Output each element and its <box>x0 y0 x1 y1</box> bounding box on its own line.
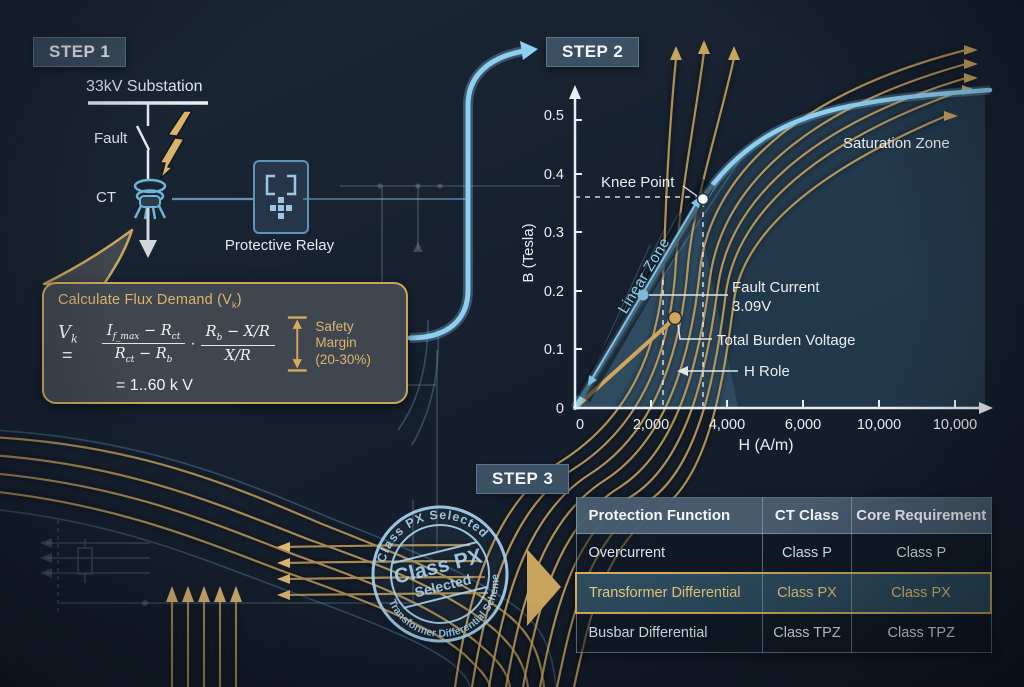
h-role-label: H Role <box>744 363 790 380</box>
y-tick-labels: 0 0.1 0.2 0.3 0.4 0.5 <box>544 108 564 417</box>
table-row: Busbar Differential Class TPZ Class TPZ <box>575 612 992 653</box>
xtick-0: 0 <box>576 417 584 433</box>
substation-label: 33kV Substation <box>86 78 203 95</box>
step2-badge: STEP 2 <box>546 37 640 67</box>
ct-label: CT <box>96 189 116 206</box>
ytick-4: 0.4 <box>544 167 564 183</box>
ct-class-selection-table: Protection Function CT Class Core Requir… <box>575 497 992 653</box>
ytick-1: 0.1 <box>544 342 564 358</box>
total-burden-label: Total Burden Voltage <box>717 332 855 349</box>
burden-voltage-point <box>667 310 683 326</box>
header-ct-class: CT Class <box>762 497 852 534</box>
xtick-4: 10,000 <box>857 417 901 433</box>
knee-point-label: Knee Point <box>601 174 675 191</box>
cell-function: Busbar Differential <box>575 612 763 653</box>
formula-result: = 1..60 k V <box>116 376 193 394</box>
formula-lhs: Vk = <box>58 321 78 366</box>
ytick-2: 0.2 <box>544 284 564 300</box>
protective-relay-box <box>253 160 309 234</box>
relay-label: Protective Relay <box>224 237 335 254</box>
callout-tail <box>42 228 134 286</box>
multiply-dot: · <box>190 334 196 352</box>
ct-symbol <box>133 178 167 220</box>
table-row: Overcurrent Class P Class P <box>575 533 992 574</box>
cell-ct-class: Class PX <box>762 572 852 614</box>
lightning-bolt-icon <box>159 110 193 179</box>
callout-title: Calculate Flux Demand (Vk) <box>58 292 242 310</box>
fault-current-value: 3.09V <box>732 298 771 315</box>
table-row-highlighted: Transformer Differential Class PX Class … <box>575 572 992 614</box>
xtick-2: 4,000 <box>709 417 745 433</box>
ytick-5: 0.5 <box>544 108 564 124</box>
cell-ct-class: Class P <box>762 533 852 574</box>
fault-current-point <box>637 289 649 301</box>
relay-icon <box>265 174 297 219</box>
table-header-row: Protection Function CT Class Core Requir… <box>575 497 992 534</box>
current-flow-arrow <box>139 240 157 258</box>
cell-core: Class TPZ <box>851 612 992 653</box>
cell-ct-class: Class TPZ <box>762 612 852 653</box>
fraction-2: Rb − X/R X/R <box>200 324 275 364</box>
xtick-5: 10,000 <box>933 417 977 433</box>
cell-function: Transformer Differential <box>575 572 763 614</box>
fault-switch <box>135 125 151 151</box>
y-axis-label: B (Tesla) <box>520 223 537 282</box>
saturation-zone-label: Saturation Zone <box>843 135 950 152</box>
flux-formula: Vk = If_max − Rct Rct − Rb · Rb − X/R X/… <box>58 313 394 375</box>
cell-core: Class P <box>851 533 992 574</box>
x-tick-labels: 0 2,000 4,000 6,000 10,000 10,000 <box>576 417 977 433</box>
xtick-1: 2,000 <box>633 417 669 433</box>
double-arrow-icon <box>287 316 307 372</box>
fault-label: Fault <box>94 130 128 147</box>
ytick-3: 0.3 <box>544 225 564 241</box>
xtick-3: 6,000 <box>785 417 821 433</box>
header-protection-function: Protection Function <box>575 497 763 534</box>
step1-badge: STEP 1 <box>33 37 127 67</box>
step1-to-step2-arrow <box>407 41 538 343</box>
ytick-0: 0 <box>556 401 564 417</box>
flux-demand-callout: Calculate Flux Demand (Vk) Vk = If_max −… <box>42 282 408 404</box>
fault-current-label: Fault Current <box>732 279 820 296</box>
cell-core: Class PX <box>851 572 992 614</box>
step3-badge: STEP 3 <box>476 464 570 494</box>
x-axis-label: H (A/m) <box>738 437 793 454</box>
fraction-1: If_max − Rct Rct − Rb <box>101 323 186 365</box>
cell-function: Overcurrent <box>575 533 763 574</box>
knee-point-marker <box>696 192 710 206</box>
safety-margin-indicator: Safety Margin (20-30%) <box>285 313 394 375</box>
header-core-requirement: Core Requirement <box>851 497 992 534</box>
safety-margin-label: Safety Margin (20-30%) <box>315 318 371 368</box>
